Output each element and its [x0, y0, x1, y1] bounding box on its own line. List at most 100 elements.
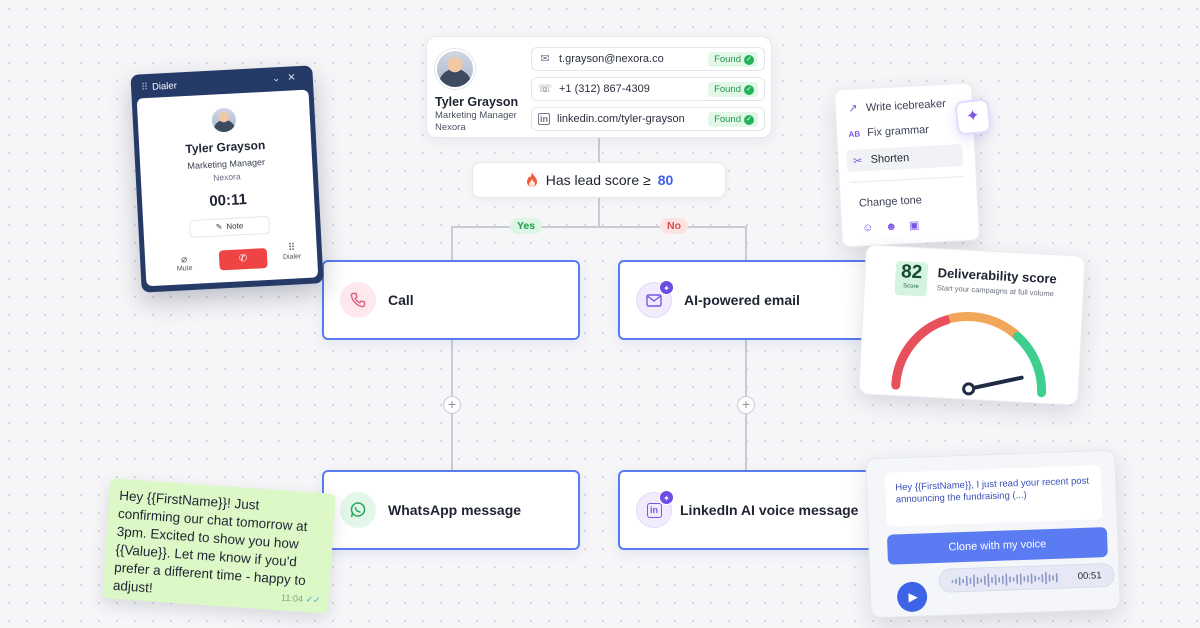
step-linkedin-voice[interactable]: in ✦ LinkedIn AI voice message [618, 470, 876, 550]
waveform-bar [1030, 573, 1033, 584]
score-label: Score [902, 283, 919, 291]
double-check-icon: ✓✓ [305, 594, 321, 606]
waveform-bar [962, 579, 965, 584]
audio-player[interactable]: 00:51 [938, 562, 1115, 593]
step-ai-email[interactable]: ✦ AI-powered email [618, 260, 876, 340]
spellcheck-icon: AB [848, 128, 861, 139]
change-tone-label: Change tone [858, 194, 923, 210]
sparkle-icon: ✦ [659, 490, 674, 505]
note-button[interactable]: ✎Note [189, 215, 270, 239]
smile-icon[interactable]: ☺ [861, 221, 886, 235]
score-badge: 82 Score [894, 260, 929, 297]
message-text: Hey {{FirstName}}! Just confirming our c… [112, 487, 308, 596]
waveform-bar [1005, 573, 1008, 586]
whatsapp-message-bubble: Hey {{FirstName}}! Just confirming our c… [102, 478, 336, 614]
phone-value: +1 (312) 867-4309 [559, 83, 650, 95]
waveform-bar [976, 577, 979, 585]
connector-line [451, 226, 747, 228]
step-call[interactable]: Call [322, 260, 580, 340]
add-step-button[interactable]: + [737, 396, 755, 414]
note-label: Note [226, 221, 244, 232]
waveform-bar [998, 577, 1001, 583]
branch-yes-badge: Yes [510, 218, 543, 234]
waveform-bar [1001, 575, 1004, 584]
add-step-button[interactable]: + [443, 396, 461, 414]
check-icon: ✓ [744, 54, 754, 65]
flame-icon [526, 172, 537, 187]
edit-icon: ✎ [215, 222, 223, 232]
waveform-bar [955, 578, 957, 584]
keypad-label: Dialer [282, 253, 302, 262]
arrow-up-right-icon: ↗ [848, 102, 858, 115]
check-icon: ✓ [744, 114, 754, 125]
deliverability-gauge [891, 311, 1047, 398]
whatsapp-icon [340, 492, 376, 528]
voice-message-card: Hey {{FirstName}}, I just read your rece… [865, 449, 1121, 619]
check-icon: ✓ [744, 84, 754, 95]
keypad-button[interactable]: ⠿Dialer [276, 242, 307, 262]
waveform-bar [1044, 572, 1047, 585]
waveform-bar [958, 577, 961, 586]
condition-value: 80 [657, 172, 674, 188]
waveform-bar [1012, 577, 1015, 582]
menu-item-label: Fix grammar [866, 123, 930, 140]
card-subtitle: Start your campaigns at full volume [936, 283, 1055, 299]
menu-item-fix-grammar[interactable]: AB Fix grammar [847, 124, 929, 140]
waveform-bar [1055, 573, 1058, 583]
waveform-bar [965, 575, 968, 586]
linkedin-value: linkedin.com/tyler-grayson [557, 113, 685, 125]
avatar [211, 107, 237, 133]
audio-duration: 00:51 [1077, 570, 1102, 583]
connector-line [745, 226, 747, 260]
close-icon[interactable]: ✕ [287, 71, 304, 84]
waveform-bar [1023, 576, 1026, 582]
connector-line [598, 138, 600, 162]
waveform-bar [1019, 573, 1022, 585]
score-value: 82 [900, 261, 923, 284]
window-controls: ⌄✕ [272, 72, 303, 85]
mail-icon: ✦ [636, 280, 674, 318]
connector-line [598, 198, 600, 226]
found-label: Found [714, 114, 741, 125]
clone-voice-button[interactable]: Clone with my voice [886, 527, 1108, 565]
voice-script: Hey {{FirstName}}, I just read your rece… [884, 465, 1103, 527]
mic-off-icon: ⌀ [180, 254, 188, 266]
lead-score-condition[interactable]: Has lead score ≥ 80 [472, 162, 726, 198]
happy-icon[interactable]: ☻ [885, 219, 910, 234]
waveform-bar [1034, 575, 1037, 582]
linkedin-glyph: in [646, 502, 662, 518]
waveform-bar [1016, 574, 1019, 584]
linkedin-field[interactable]: in linkedin.com/tyler-grayson Found✓ [531, 107, 765, 131]
branch-no-badge: No [660, 218, 688, 234]
waveform-bar [983, 575, 986, 585]
waveform-bar [991, 577, 993, 584]
dialer-title: ⠿Dialer [141, 81, 177, 94]
keypad-icon: ⠿ [287, 242, 296, 254]
email-value: t.grayson@nexora.co [559, 53, 664, 65]
waveform-bar [951, 579, 954, 583]
sparkle-icon[interactable]: ✦ [954, 98, 992, 136]
mute-label: Mute [176, 264, 193, 273]
found-badge: Found✓ [708, 112, 758, 127]
linkedin-icon: in [538, 113, 550, 125]
waveform-bar [973, 574, 976, 587]
found-badge: Found✓ [708, 82, 758, 97]
menu-item-shorten[interactable]: ✂Shorten [846, 144, 964, 173]
hangup-button[interactable]: ✆ [218, 248, 268, 271]
sparkle-icon: ✦ [659, 280, 674, 295]
found-label: Found [714, 84, 741, 95]
hangup-icon: ✆ [238, 253, 248, 265]
contact-card: Tyler Grayson Marketing Manager Nexora ✉… [426, 36, 772, 138]
step-label: LinkedIn AI voice message [680, 502, 859, 518]
minimize-icon[interactable]: ⌄ [271, 72, 288, 85]
step-whatsapp[interactable]: WhatsApp message [322, 470, 580, 550]
email-field[interactable]: ✉ t.grayson@nexora.co Found✓ [531, 47, 765, 71]
play-icon[interactable]: ▶ [896, 581, 928, 613]
phone-field[interactable]: ☏ +1 (312) 867-4309 Found✓ [531, 77, 765, 101]
found-badge: Found✓ [708, 52, 758, 67]
drag-handle-icon[interactable]: ⠿ [140, 82, 149, 94]
briefcase-icon[interactable]: ▣ [908, 218, 932, 232]
found-label: Found [714, 54, 741, 65]
mute-button[interactable]: ⌀Mute [169, 254, 200, 274]
menu-item-write-icebreaker[interactable]: ↗Write icebreaker [846, 97, 946, 115]
